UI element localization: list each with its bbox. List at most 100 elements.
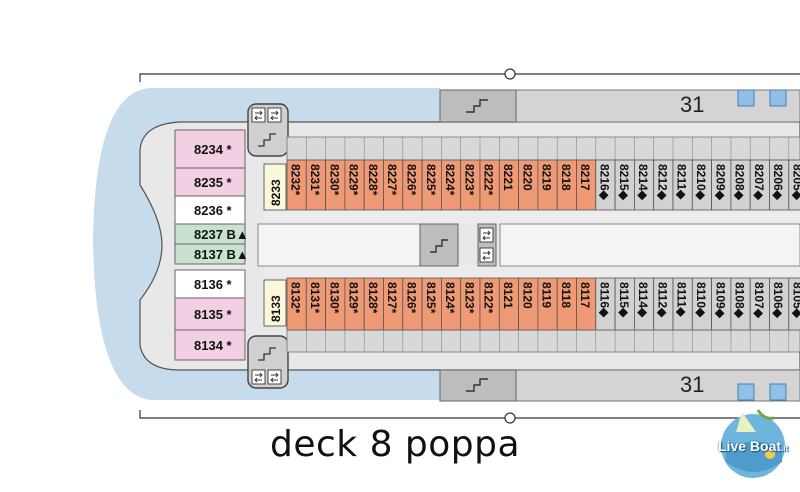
side-cabins: 8234 *8235 *8236 *8237 B▲8137 B▲8136 *81… xyxy=(174,129,249,361)
dimension-marker-top xyxy=(504,68,516,80)
cabin-label: 8123* xyxy=(462,282,476,314)
cabin-label: 8232* xyxy=(289,164,303,196)
cabin-label: 8206◆ xyxy=(771,164,785,201)
elevator-arrows xyxy=(254,110,263,121)
cabin-label: 8111◆ xyxy=(675,282,689,317)
elevator-arrows xyxy=(254,372,263,383)
cabin-label: 8112◆ xyxy=(655,282,669,318)
cabin-label: 8225* xyxy=(424,164,438,196)
stairs-center-icon xyxy=(430,239,448,253)
cabin xyxy=(788,159,800,211)
cabin-row-top: 8232*8231*8230*8229*8228*8227*8226*8225*… xyxy=(286,136,800,211)
cabin-label: 8115◆ xyxy=(617,282,631,318)
cabin-label: 8231* xyxy=(308,164,322,196)
dimension-line-bottom xyxy=(139,410,800,419)
cabin-label: 8120 xyxy=(520,282,534,309)
cabin-label: 8228* xyxy=(366,164,380,196)
elevator-icon xyxy=(251,369,266,385)
cabin-label: 8118 xyxy=(559,282,573,308)
cabin-label: 8129* xyxy=(347,282,361,314)
side-cabin-label: 8137 B▲ xyxy=(194,247,249,262)
zone-number-bottom: 31 xyxy=(680,372,704,397)
cabin-label: 8224* xyxy=(443,164,457,196)
cabin-label: 8208◆ xyxy=(733,164,747,201)
cabin-label: 8125* xyxy=(424,282,438,314)
cabin-label: 8131* xyxy=(308,282,322,314)
cabin-label: 8105◆ xyxy=(790,282,800,319)
cabin-label: 8119 xyxy=(540,282,554,308)
cabin-label: 8205◆ xyxy=(790,164,800,201)
cabin-label: 8217 xyxy=(578,164,592,191)
window-icon xyxy=(769,383,787,401)
cabin-label: 8218 xyxy=(559,164,573,191)
corner-cabins: 8233 8133 xyxy=(263,163,287,327)
cabin-label: 8219 xyxy=(540,164,554,191)
side-cabin-label: 8234 * xyxy=(194,142,233,157)
elevator-arrows xyxy=(270,110,279,121)
side-cabin xyxy=(174,243,246,265)
cabin-label: 8215◆ xyxy=(617,164,631,201)
elevator-icon xyxy=(267,107,282,123)
central-stairs xyxy=(419,223,459,267)
elevator-icon xyxy=(251,107,266,123)
stairs-top-icon xyxy=(466,99,488,113)
cabin-label: 8114◆ xyxy=(636,282,650,318)
cabin-label: 8126* xyxy=(404,282,418,314)
cabin-label: 8110◆ xyxy=(694,282,708,318)
window-icon xyxy=(737,89,755,107)
cabin-row-bottom: 8132*8131*8130*8129*8128*8127*8126*8125*… xyxy=(286,277,800,353)
liveboat-logo-text: Live Boat.it xyxy=(718,438,789,454)
elevator-arrows xyxy=(270,372,279,383)
central-block-right xyxy=(499,223,800,267)
cabin-label: 8209◆ xyxy=(713,164,727,201)
dimension-marker-bottom xyxy=(504,412,516,424)
corner-cabin-top xyxy=(263,163,287,211)
stairs-side-top-icon xyxy=(258,133,276,147)
window-icon xyxy=(769,89,787,107)
cabin-label: 8220 xyxy=(520,164,534,191)
zone-number-top: 31 xyxy=(680,92,704,117)
cabin-label: 8117 xyxy=(578,282,592,308)
cabin-label: 8127* xyxy=(385,282,399,314)
side-cabin-label: 8135 * xyxy=(194,307,233,322)
cabin-label: 8221 xyxy=(501,164,515,191)
elevator-icon xyxy=(479,227,494,243)
side-cabin-label: 8134 * xyxy=(194,338,233,353)
cabin-label: 8214◆ xyxy=(636,164,650,201)
cabin xyxy=(788,277,800,331)
cabin-label: 8109◆ xyxy=(713,282,727,319)
stairs-side-bottom-icon xyxy=(258,347,276,361)
stairs-bottom-icon xyxy=(466,378,488,392)
elevator-arrows xyxy=(482,230,491,241)
side-cabin-label: 8237 B▲ xyxy=(194,227,249,242)
cabin-label: 8128* xyxy=(366,282,380,314)
cabin-label: 8216◆ xyxy=(597,164,611,201)
window-icon xyxy=(737,383,755,401)
cabin-label: 8226* xyxy=(404,164,418,196)
cabin-label: 8108◆ xyxy=(733,282,747,319)
cabin-label: 8229* xyxy=(347,164,361,196)
elevator-arrows xyxy=(482,250,491,261)
elevator-icons xyxy=(251,107,494,385)
side-cabin xyxy=(174,195,246,225)
side-cabin-label: 8236 * xyxy=(194,203,233,218)
corridor-top xyxy=(264,210,800,224)
cabin-label: 8222* xyxy=(482,164,496,196)
stairs-bottom xyxy=(439,369,517,402)
corner-cabin-label: 8133 xyxy=(269,295,283,322)
central-block xyxy=(257,223,421,267)
cabin-label: 8107◆ xyxy=(752,282,766,319)
side-cabin xyxy=(174,329,246,361)
cabin-label: 8116◆ xyxy=(597,282,611,318)
side-cabin-label: 8235 * xyxy=(194,175,233,190)
elevator-icon xyxy=(479,247,494,263)
cabin-label: 8207◆ xyxy=(752,164,766,201)
elevator-icon xyxy=(267,369,282,385)
cabin-label: 8106◆ xyxy=(771,282,785,319)
cabin-label: 8121 xyxy=(501,282,515,309)
corner-cabin-label: 8233 xyxy=(269,179,283,206)
cabin-label: 8212◆ xyxy=(655,164,669,201)
cabin-label: 8132* xyxy=(289,282,303,314)
cabin-label: 8223* xyxy=(462,164,476,196)
